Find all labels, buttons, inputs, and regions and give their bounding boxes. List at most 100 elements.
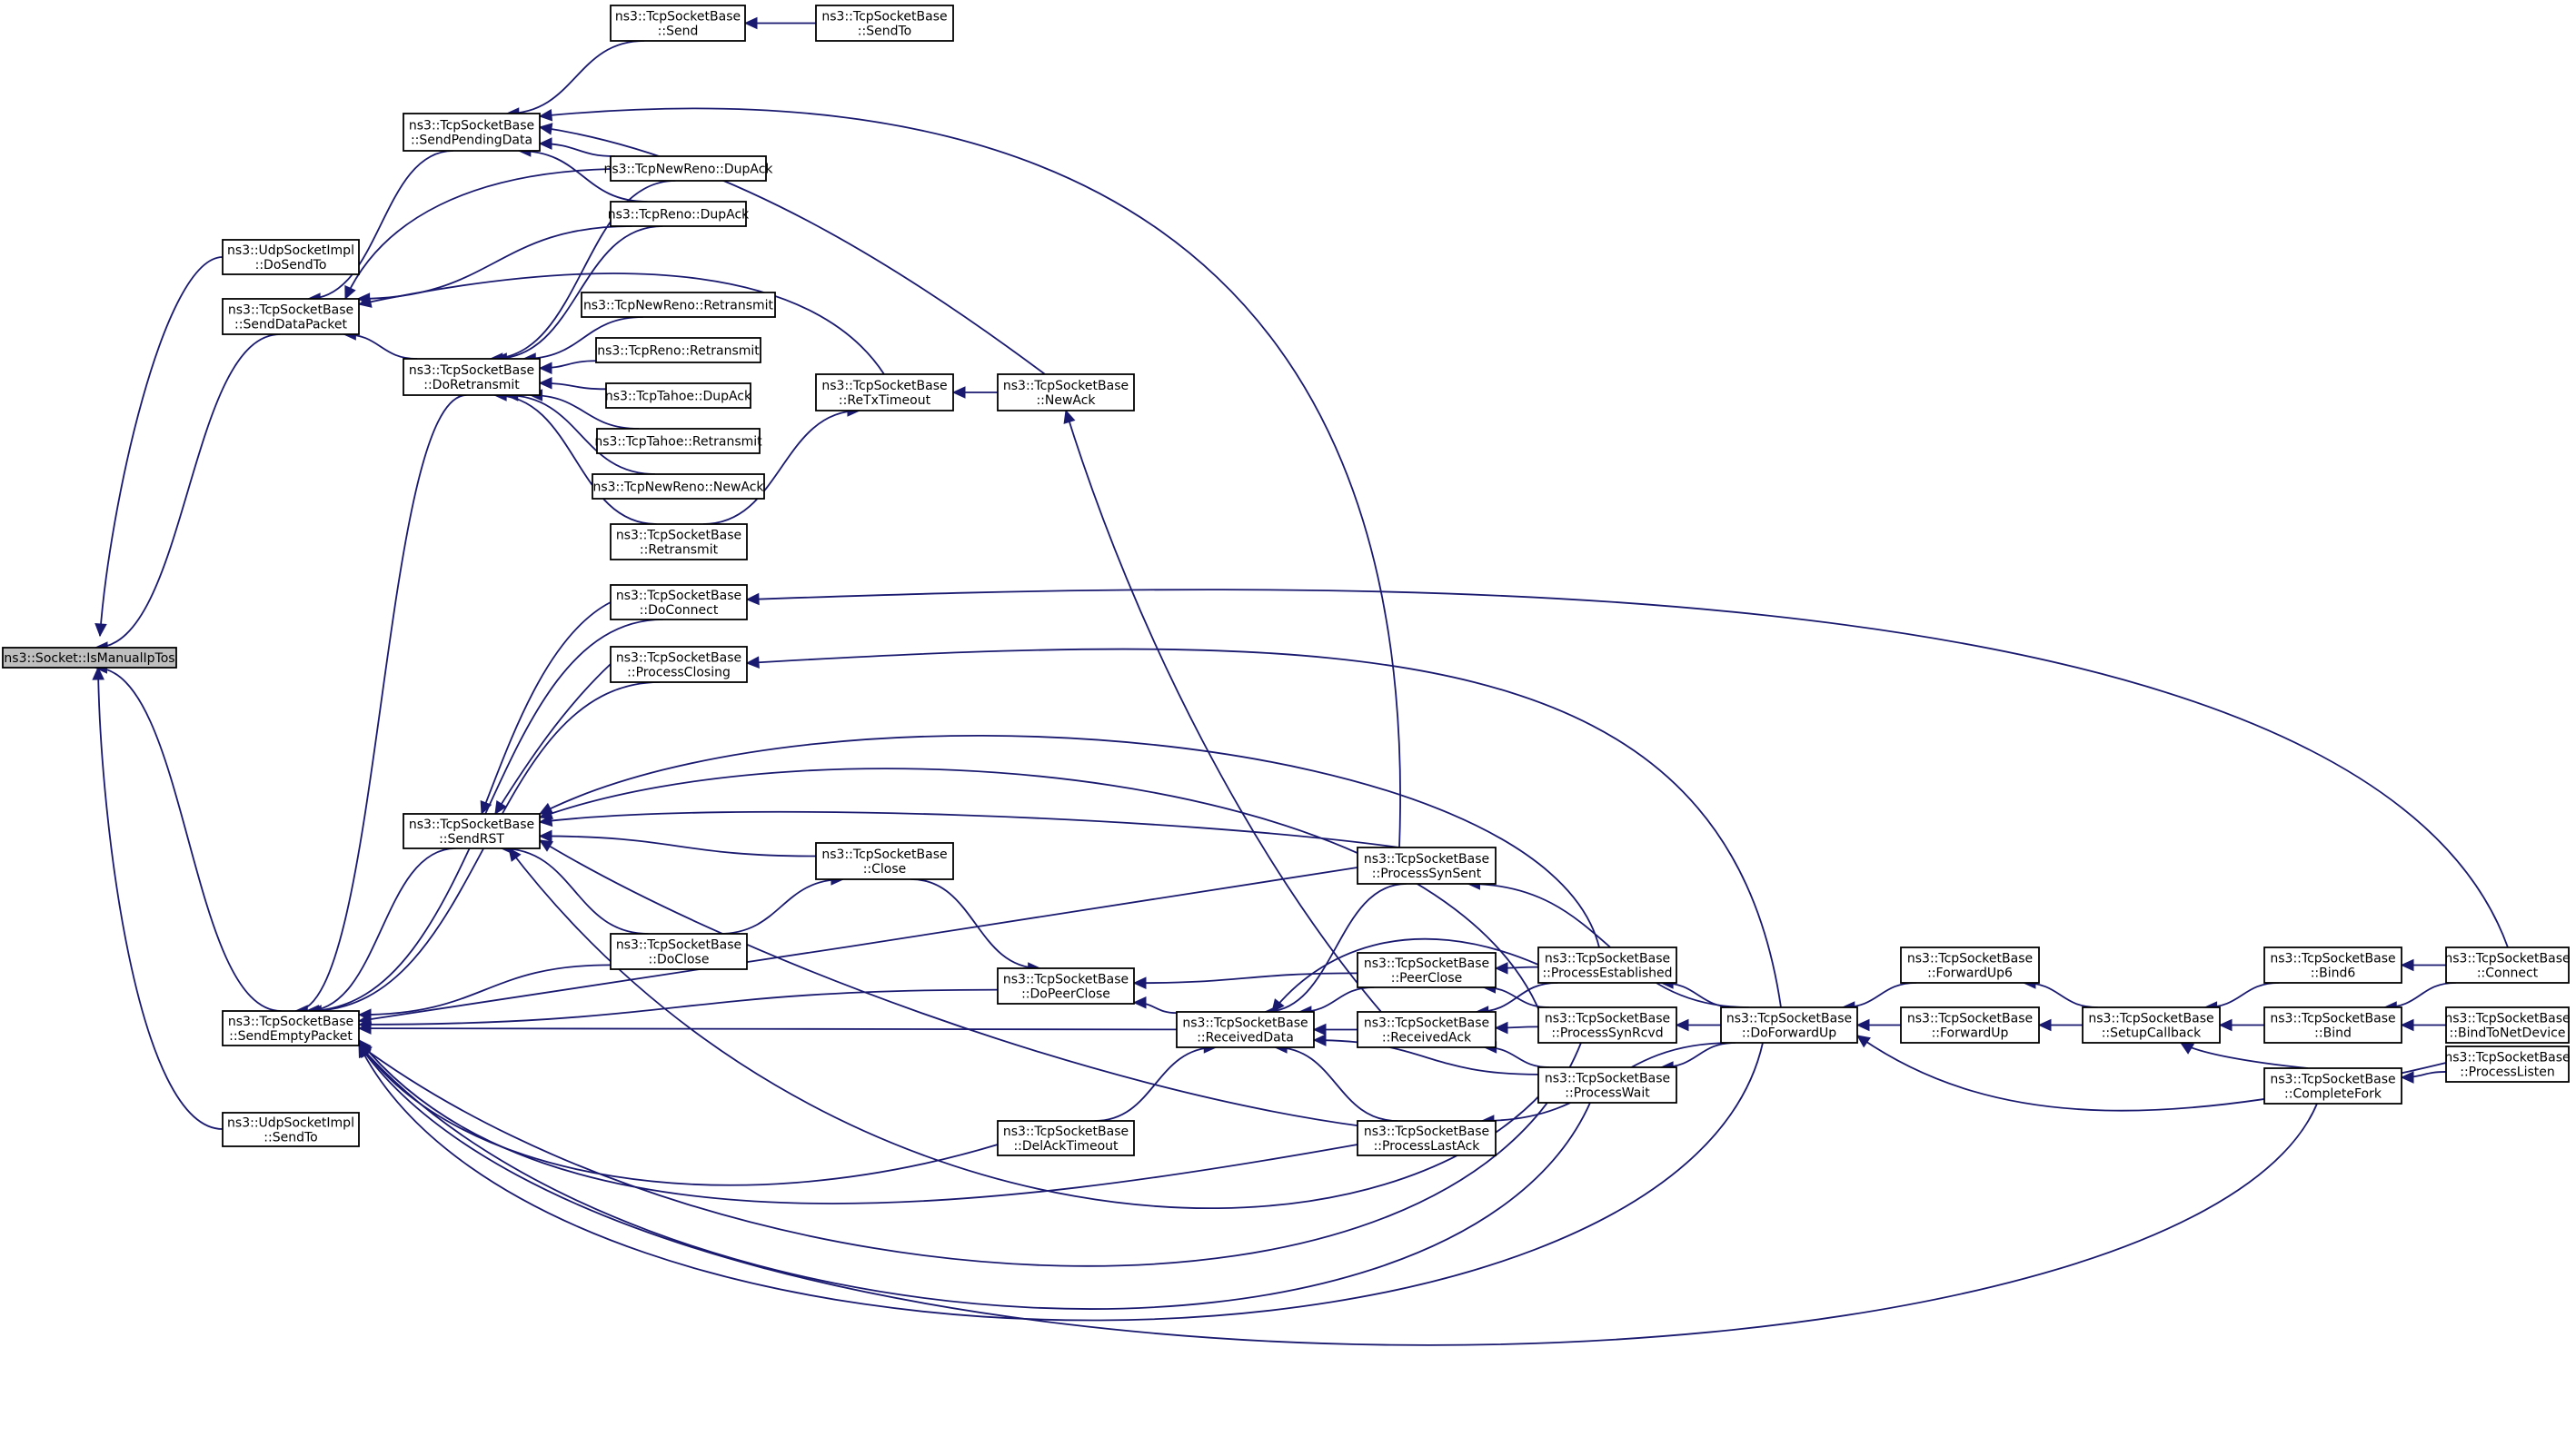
node-tcpnewreno-dupack-label-1: ns3::TcpNewReno::DupAck bbox=[603, 163, 773, 177]
arrowhead-icon bbox=[2400, 958, 2414, 972]
node-tcpsocketbase-delacktimeout[interactable]: ns3::TcpSocketBase::DelAckTimeout bbox=[997, 1120, 1135, 1156]
node-tcpsocketbase-processclosing-label-2: ::ProcessClosing bbox=[627, 666, 731, 680]
node-tcpsocketbase-processlastack-box bbox=[1357, 1120, 1497, 1156]
node-tcpreno-retransmit[interactable]: ns3::TcpReno::Retransmit bbox=[595, 337, 761, 363]
node-tcpsocketbase-processwait[interactable]: ns3::TcpSocketBase::ProcessWait bbox=[1537, 1066, 1677, 1104]
edge-tcpnewreno-dupack-to-tcpsocketbase-senddatapacket bbox=[344, 168, 612, 300]
node-tcpsocketbase-peerclose[interactable]: ns3::TcpSocketBase::PeerClose bbox=[1357, 952, 1497, 988]
node-tcpsocketbase-senddatapacket-label-2: ::SendDataPacket bbox=[234, 318, 347, 332]
node-tcpsocketbase-bind6-label-1: ns3::TcpSocketBase bbox=[2270, 952, 2395, 966]
node-tcpsocketbase-newack[interactable]: ns3::TcpSocketBase::NewAck bbox=[997, 373, 1135, 411]
node-tcpsocketbase-sendemptypacket[interactable]: ns3::TcpSocketBase::SendEmptyPacket bbox=[222, 1010, 360, 1046]
arrowhead-icon bbox=[1063, 409, 1076, 424]
node-tcpreno-retransmit-label-1: ns3::TcpReno::Retransmit bbox=[597, 344, 760, 359]
arrowhead-icon bbox=[743, 16, 758, 30]
node-tcpsocketbase-processclosing[interactable]: ns3::TcpSocketBase::ProcessClosing bbox=[610, 646, 748, 683]
node-tcpsocketbase-forwardup[interactable]: ns3::TcpSocketBase::ForwardUp bbox=[1900, 1006, 2040, 1044]
node-tcpsocketbase-close-label-1: ns3::TcpSocketBase bbox=[821, 847, 947, 862]
node-tcpsocketbase-processsynrcvd-label-1: ns3::TcpSocketBase bbox=[1545, 1012, 1670, 1026]
node-tcpsocketbase-doclose[interactable]: ns3::TcpSocketBase::DoClose bbox=[610, 933, 748, 970]
node-tcpsocketbase-processclosing-label-1: ns3::TcpSocketBase bbox=[616, 651, 741, 666]
node-tcpnewreno-newack[interactable]: ns3::TcpNewReno::NewAck bbox=[592, 473, 765, 500]
node-tcpsocketbase-send[interactable]: ns3::TcpSocketBase::Send bbox=[610, 5, 746, 42]
edge-tcpsocketbase-connect-to-tcpsocketbase-doconnect bbox=[746, 589, 2509, 948]
node-tcpsocketbase-processlisten[interactable]: ns3::TcpSocketBase::ProcessListen bbox=[2444, 1046, 2571, 1083]
node-udpsocketimpl-sendto[interactable]: ns3::UdpSocketImpl::SendTo bbox=[222, 1112, 360, 1147]
node-tcpnewreno-retransmit-box bbox=[581, 292, 776, 318]
node-tcpsocketbase-senddatapacket-box bbox=[222, 298, 360, 335]
node-tcpsocketbase-processsynsent[interactable]: ns3::TcpSocketBase::ProcessSynSent bbox=[1357, 847, 1497, 885]
node-tcpsocketbase-sendto-label-1: ns3::TcpSocketBase bbox=[821, 10, 947, 25]
arrowhead-icon bbox=[2400, 1018, 2414, 1032]
edge-tcptahoe-retransmit-to-tcpsocketbase-doretransmit bbox=[530, 394, 639, 430]
graph-nodes: ns3::Socket::IsManualIpTosns3::UdpSocket… bbox=[2, 5, 2571, 1156]
node-tcpsocketbase-completefork-label-2: ::CompleteFork bbox=[2284, 1087, 2382, 1102]
node-tcpsocketbase-sendto[interactable]: ns3::TcpSocketBase::SendTo bbox=[815, 5, 954, 42]
node-tcptahoe-dupack-box bbox=[605, 382, 751, 409]
node-tcpsocketbase-bind6[interactable]: ns3::TcpSocketBase::Bind6 bbox=[2263, 946, 2402, 984]
node-tcpsocketbase-delacktimeout-label-2: ::DelAckTimeout bbox=[1013, 1139, 1119, 1154]
node-tcpsocketbase-dopeerclose-box bbox=[997, 967, 1135, 1005]
node-tcpsocketbase-processlastack[interactable]: ns3::TcpSocketBase::ProcessLastAck bbox=[1357, 1120, 1497, 1156]
node-tcpsocketbase-processsynrcvd-label-2: ::ProcessSynRcvd bbox=[1551, 1026, 1663, 1041]
node-tcpsocketbase-processsynsent-label-2: ::ProcessSynSent bbox=[1372, 867, 1482, 881]
node-tcpsocketbase-processlisten-label-1: ns3::TcpSocketBase bbox=[2444, 1051, 2570, 1065]
node-tcpsocketbase-doforwardup-label-2: ::DoForwardUp bbox=[1742, 1026, 1836, 1041]
node-tcpsocketbase-dopeerclose[interactable]: ns3::TcpSocketBase::DoPeerClose bbox=[997, 967, 1135, 1005]
node-tcptahoe-retransmit[interactable]: ns3::TcpTahoe::Retransmit bbox=[594, 428, 762, 454]
node-tcpsocketbase-forwardup6[interactable]: ns3::TcpSocketBase::ForwardUp6 bbox=[1900, 946, 2040, 984]
arrowhead-icon bbox=[494, 799, 507, 816]
arrowhead-icon bbox=[480, 799, 492, 816]
node-tcpsocketbase-doretransmit[interactable]: ns3::TcpSocketBase::DoRetransmit bbox=[403, 358, 541, 396]
node-tcpsocketbase-sendpendingdata[interactable]: ns3::TcpSocketBase::SendPendingData bbox=[403, 113, 541, 152]
node-tcpsocketbase-receivedack[interactable]: ns3::TcpSocketBase::ReceivedAck bbox=[1357, 1011, 1497, 1048]
arrowhead-icon bbox=[1494, 962, 1508, 975]
node-udpsocketimpl-dosendto-label-1: ns3::UdpSocketImpl bbox=[227, 243, 354, 258]
edge-udpsocketimpl-dosendto-to-socket-ismanualiptos bbox=[99, 256, 224, 637]
node-tcpsocketbase-doforwardup[interactable]: ns3::TcpSocketBase::DoForwardUp bbox=[1720, 1006, 1858, 1044]
node-tcpsocketbase-sendemptypacket-label-2: ::SendEmptyPacket bbox=[229, 1029, 353, 1044]
node-tcpsocketbase-processestablished[interactable]: ns3::TcpSocketBase::ProcessEstablished bbox=[1537, 946, 1677, 984]
node-tcpsocketbase-receiveddata-box bbox=[1176, 1011, 1315, 1048]
node-tcptahoe-dupack[interactable]: ns3::TcpTahoe::DupAck bbox=[605, 382, 752, 409]
node-tcpsocketbase-doconnect[interactable]: ns3::TcpSocketBase::DoConnect bbox=[610, 584, 748, 620]
node-tcpsocketbase-connect-label-2: ::Connect bbox=[2477, 966, 2539, 981]
node-socket-ismanualiptos-box bbox=[2, 647, 177, 669]
node-tcpreno-dupack[interactable]: ns3::TcpReno::DupAck bbox=[608, 201, 750, 227]
node-udpsocketimpl-dosendto[interactable]: ns3::UdpSocketImpl::DoSendTo bbox=[222, 239, 360, 275]
node-tcpnewreno-dupack[interactable]: ns3::TcpNewReno::DupAck bbox=[603, 155, 773, 182]
node-tcpsocketbase-senddatapacket[interactable]: ns3::TcpSocketBase::SendDataPacket bbox=[222, 298, 360, 335]
node-tcpsocketbase-sendto-box bbox=[815, 5, 954, 42]
edge-udpsocketimpl-sendto-to-socket-ismanualiptos bbox=[97, 667, 224, 1130]
node-tcpsocketbase-close[interactable]: ns3::TcpSocketBase::Close bbox=[815, 842, 954, 880]
node-tcpsocketbase-processwait-label-1: ns3::TcpSocketBase bbox=[1545, 1072, 1670, 1086]
node-tcpsocketbase-bind[interactable]: ns3::TcpSocketBase::Bind bbox=[2263, 1006, 2402, 1044]
node-tcpsocketbase-completefork[interactable]: ns3::TcpSocketBase::CompleteFork bbox=[2263, 1067, 2402, 1105]
node-tcpsocketbase-doclose-box bbox=[610, 933, 748, 970]
edge-tcpsocketbase-sendrst-to-tcpsocketbase-sendemptypacket bbox=[306, 847, 456, 1012]
node-tcpsocketbase-completefork-box bbox=[2263, 1067, 2402, 1105]
node-tcpsocketbase-retxtimeout[interactable]: ns3::TcpSocketBase::ReTxTimeout bbox=[815, 373, 954, 411]
node-tcpsocketbase-sendpendingdata-label-2: ::SendPendingData bbox=[411, 134, 532, 148]
node-tcpnewreno-newack-box bbox=[592, 473, 765, 500]
node-tcpsocketbase-bindtonetdevice[interactable]: ns3::TcpSocketBase::BindToNetDevice bbox=[2444, 1006, 2571, 1044]
node-tcpsocketbase-bindtonetdevice-label-2: ::BindToNetDevice bbox=[2450, 1026, 2566, 1041]
node-tcpsocketbase-completefork-label-1: ns3::TcpSocketBase bbox=[2270, 1073, 2395, 1087]
arrowhead-icon bbox=[538, 376, 552, 390]
node-tcpnewreno-retransmit-label-1: ns3::TcpNewReno::Retransmit bbox=[583, 299, 774, 313]
node-tcpsocketbase-connect[interactable]: ns3::TcpSocketBase::Connect bbox=[2444, 946, 2571, 984]
node-tcpsocketbase-sendrst[interactable]: ns3::TcpSocketBase::SendRST bbox=[403, 813, 541, 849]
node-tcpnewreno-retransmit[interactable]: ns3::TcpNewReno::Retransmit bbox=[581, 292, 776, 318]
node-tcpsocketbase-retransmit[interactable]: ns3::TcpSocketBase::Retransmit bbox=[610, 523, 748, 560]
node-tcpsocketbase-receiveddata[interactable]: ns3::TcpSocketBase::ReceivedData bbox=[1176, 1011, 1315, 1048]
node-tcpsocketbase-processsynrcvd[interactable]: ns3::TcpSocketBase::ProcessSynRcvd bbox=[1537, 1006, 1677, 1044]
node-socket-ismanualiptos-label-1: ns3::Socket::IsManualIpTos bbox=[4, 651, 174, 666]
arrowhead-icon bbox=[745, 656, 760, 669]
arrowhead-icon bbox=[951, 386, 966, 399]
node-tcpsocketbase-setupcallback[interactable]: ns3::TcpSocketBase::SetupCallback bbox=[2082, 1006, 2221, 1044]
node-tcpreno-dupack-label-1: ns3::TcpReno::DupAck bbox=[608, 208, 750, 223]
node-tcptahoe-retransmit-box bbox=[596, 428, 761, 454]
node-tcpsocketbase-retxtimeout-label-2: ::ReTxTimeout bbox=[839, 393, 931, 408]
edge-tcpsocketbase-close-to-tcpsocketbase-sendrst bbox=[539, 835, 817, 857]
node-tcpsocketbase-sendrst-box bbox=[403, 813, 541, 849]
